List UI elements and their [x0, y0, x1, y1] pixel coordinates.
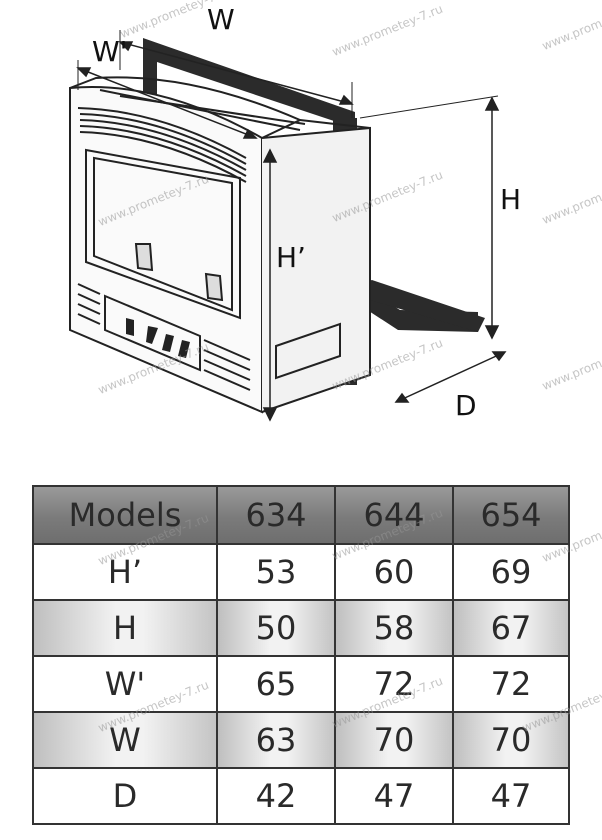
header-model-644: 644	[334, 485, 454, 545]
table-cell: 47	[452, 767, 570, 825]
table-row: H 50 58 67	[32, 599, 570, 657]
width-label: W	[207, 3, 235, 36]
table-cell: 63	[216, 711, 336, 769]
table-cell: 47	[334, 767, 454, 825]
fireplace-drawing	[69, 30, 507, 422]
control-knobs	[126, 318, 190, 358]
dimensions-table: Models 634 644 654 H’ 53 60 69 H 50 58 6…	[32, 485, 570, 825]
inner-width-label: W'	[92, 35, 128, 68]
table-cell: 60	[334, 543, 454, 601]
table-cell: 69	[452, 543, 570, 601]
table-row: W' 65 72 72	[32, 655, 570, 713]
table-cell: 58	[334, 599, 454, 657]
table-cell: 67	[452, 599, 570, 657]
row-label: D	[32, 767, 218, 825]
table-cell: 70	[452, 711, 570, 769]
row-label: W	[32, 711, 218, 769]
height-label: H	[500, 183, 522, 216]
andirons	[134, 243, 224, 302]
table-cell: 72	[334, 655, 454, 713]
inner-height-label: H’	[276, 241, 306, 274]
table-row: W 63 70 70	[32, 711, 570, 769]
row-label: H	[32, 599, 218, 657]
table-cell: 65	[216, 655, 336, 713]
table-cell: 50	[216, 599, 336, 657]
depth-label: D	[455, 389, 477, 422]
dimension-lines	[76, 30, 507, 422]
fireplace-dimension-diagram: W W' H H’ D	[69, 3, 522, 422]
table-header-row: Models 634 644 654	[32, 485, 570, 545]
table-row: D 42 47 47	[32, 767, 570, 825]
table-cell: 53	[216, 543, 336, 601]
fireplace-body	[69, 76, 371, 414]
table-cell: 72	[452, 655, 570, 713]
table-row: H’ 53 60 69	[32, 543, 570, 601]
row-label: W'	[32, 655, 218, 713]
table-cell: 42	[216, 767, 336, 825]
table-cell: 70	[334, 711, 454, 769]
header-model-654: 654	[452, 485, 570, 545]
row-label: H’	[32, 543, 218, 601]
header-models: Models	[32, 485, 218, 545]
header-model-634: 634	[216, 485, 336, 545]
